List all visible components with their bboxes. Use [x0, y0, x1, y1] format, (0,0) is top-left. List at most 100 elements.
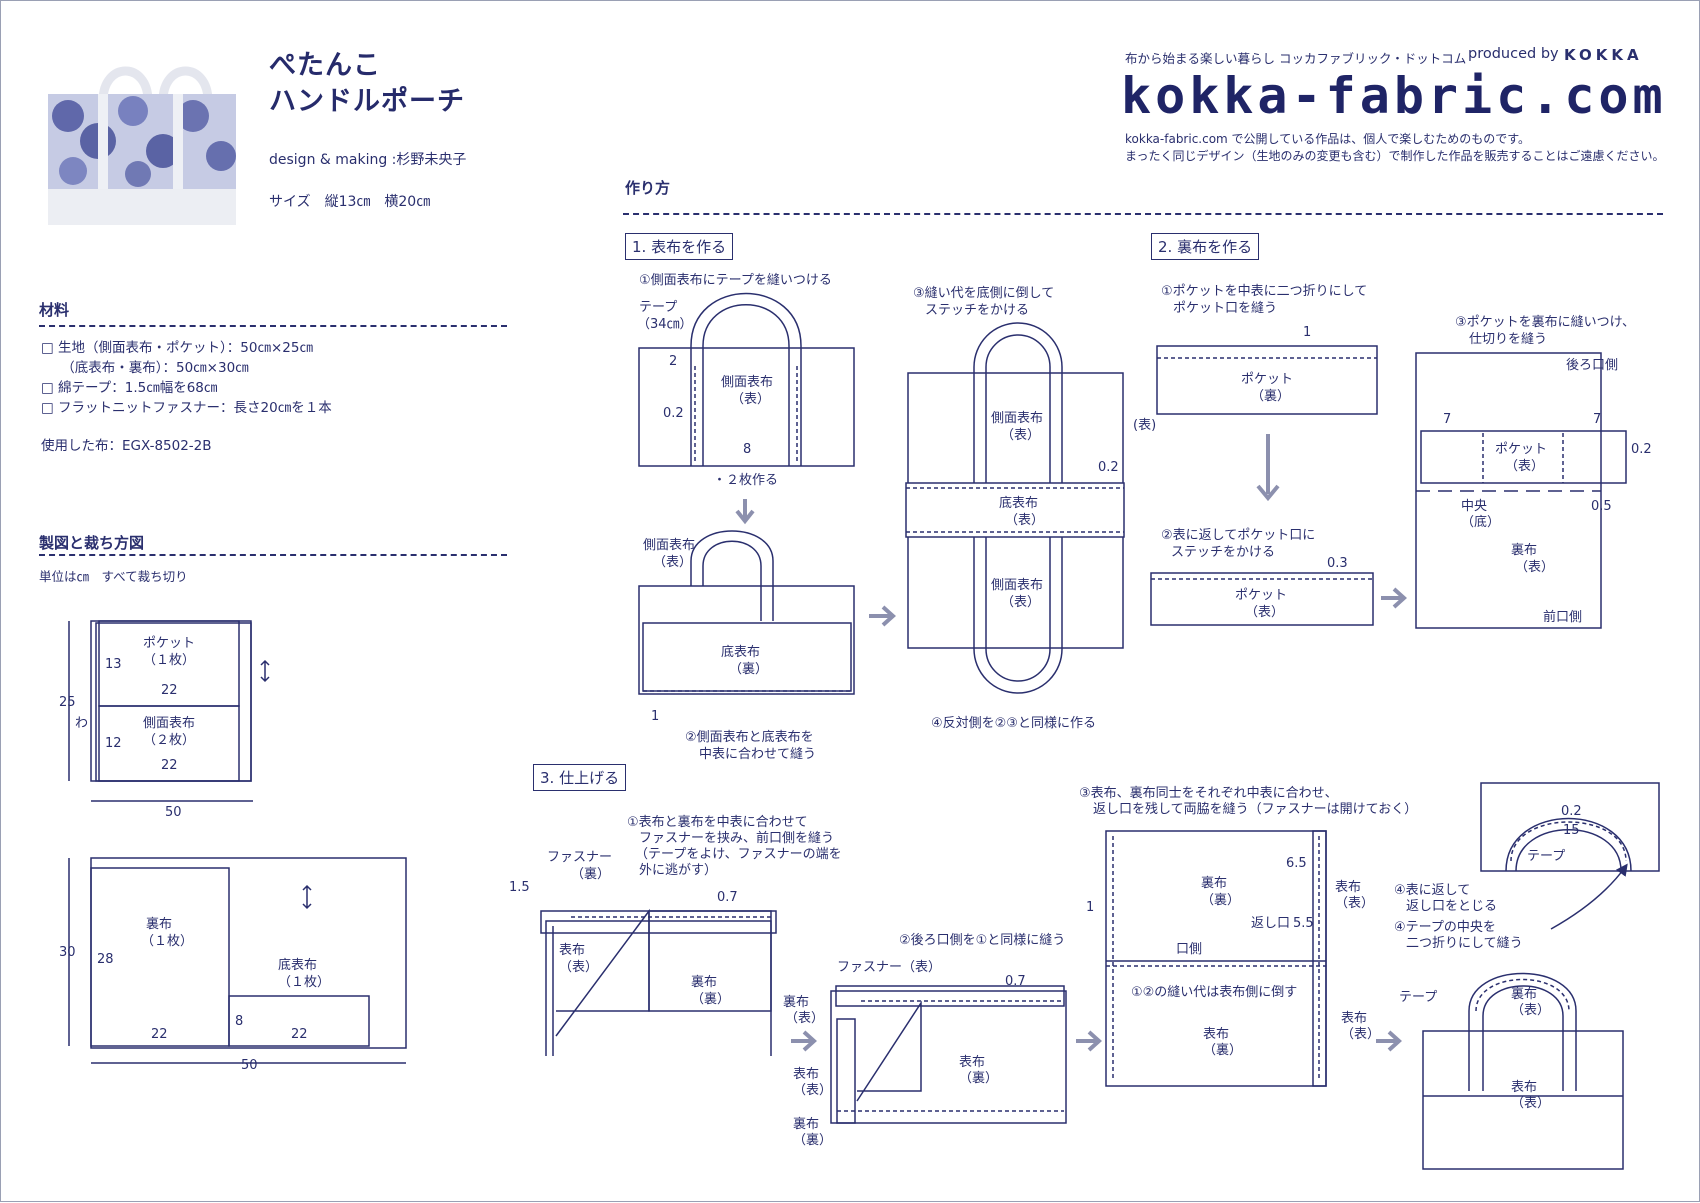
tape-length: （34㎝）: [637, 317, 693, 332]
material-item: □ フラットニットファスナー：長さ20㎝を１本: [41, 400, 332, 416]
notice-line-2: まったく同じデザイン（生地のみの変更も含む）で制作した作品を販売することはご遠慮…: [1125, 149, 1665, 163]
side-fabric-label: 側面表布: [721, 375, 773, 390]
lining-qty: （１枚）: [141, 934, 193, 949]
outer-label: 表布: [1203, 1027, 1229, 1042]
fabric-used: 使用した布：EGX-8502-2B: [41, 438, 212, 454]
dim-0.2: 0.2: [1098, 460, 1119, 475]
base-fabric-label: 底表布: [278, 957, 317, 973]
step1-note2a: ②側面表布と底表布を: [685, 729, 814, 745]
base-fabric-face: （表）: [1005, 513, 1044, 528]
material-item: □ 生地（側面表布・ポケット）：50㎝×25㎝: [41, 340, 313, 356]
lining-face: （表）: [785, 1011, 824, 1026]
side-fabric-face: （表）: [1001, 595, 1040, 610]
step1-note4: ④反対側を②③と同様に作る: [931, 716, 1096, 731]
make-two-note: ・２枚作る: [713, 473, 778, 488]
lining-face: （裏）: [793, 1133, 832, 1148]
dim-1: 1: [1303, 325, 1311, 340]
outer-face: （表）: [559, 960, 598, 975]
zipper-face: （裏）: [571, 867, 610, 882]
outer-label: 表布: [959, 1055, 985, 1070]
step3-note1d: 外に逃がす）: [639, 863, 717, 878]
pocket-face: （裏）: [1251, 389, 1290, 404]
dim-22: 22: [291, 1027, 308, 1042]
lining-label: 裏布: [793, 1117, 819, 1132]
dim-25: 25: [59, 695, 76, 710]
lining-face: （表）: [1515, 560, 1554, 575]
fold-mark: わ: [75, 716, 88, 731]
outer-face: （表）: [1341, 1027, 1380, 1042]
step2-note1b: ポケット口を縫う: [1173, 301, 1277, 316]
step1-note2b: 中表に合わせて縫う: [699, 747, 816, 762]
dim-50: 50: [241, 1058, 258, 1073]
dim-28: 28: [97, 952, 114, 967]
dim-1.5: 1.5: [509, 880, 530, 895]
product-photo: [48, 66, 236, 225]
pocket-label: ポケット: [1235, 588, 1287, 603]
step-2-label: 2. 裏布を作る: [1151, 233, 1260, 260]
pocket-face: （表）: [1245, 605, 1284, 620]
design-credit: design & making :杉野未央子: [269, 152, 467, 168]
howto-heading: 作り方: [625, 179, 671, 197]
dim-0.7: 0.7: [1005, 974, 1026, 989]
front-side-label: 前口側: [1543, 609, 1582, 625]
dim-7: 7: [1443, 412, 1451, 427]
side-fabric-label: 側面表布: [643, 538, 695, 553]
dim-2: 2: [669, 354, 677, 369]
dim-7: 7: [1593, 412, 1601, 427]
materials-heading: 材料: [39, 301, 70, 319]
step3-note2: ②後ろ口側を①と同様に縫う: [899, 933, 1065, 948]
dim-1: 1: [651, 709, 659, 724]
step1-note1: ①側面表布にテープを縫いつける: [639, 273, 832, 288]
dim-0.2: 0.2: [663, 406, 684, 421]
material-item: □ 綿テープ：1.5㎝幅を68㎝: [41, 380, 218, 396]
divider: [39, 554, 507, 556]
step3-note4d: 二つ折りにして縫う: [1406, 936, 1523, 951]
lining-label: 裏布: [783, 995, 809, 1010]
produced-by: produced by: [1468, 46, 1559, 62]
step3-note4a: ④表に返して: [1394, 883, 1470, 898]
tape-label: テープ: [1527, 849, 1565, 864]
zipper-face-label: ファスナー（表）: [837, 960, 941, 975]
title-line-1: ぺたんこ: [269, 50, 381, 81]
lining-label: 裏布: [146, 917, 172, 932]
dim-1: 1: [1086, 900, 1094, 915]
outer-face: （表）: [1511, 1096, 1550, 1111]
pocket-qty: （１枚）: [143, 653, 195, 668]
base-fabric-face: （裏）: [729, 662, 768, 677]
site-logo[interactable]: kokka-fabric.com: [1121, 67, 1667, 125]
step-1-label: 1. 表布を作る: [625, 233, 734, 260]
outer-face: （裏）: [1203, 1043, 1242, 1058]
outer-label: 表布: [1341, 1011, 1367, 1026]
dim-8: 8: [235, 1014, 243, 1029]
side-fabric-face: （表）: [1001, 428, 1040, 443]
step2-note2b: ステッチをかける: [1171, 545, 1275, 560]
notice-line-1: kokka-fabric.com で公開している作品は、個人で楽しむためのもので…: [1125, 132, 1530, 146]
mouth-side-label: 口側: [1176, 942, 1202, 957]
outer-label: 表布: [559, 943, 585, 958]
outer-face: （表）: [1335, 896, 1374, 911]
side-fabric-face: （表）: [731, 392, 770, 407]
material-item: （底表布・裏布）：50㎝×30㎝: [41, 360, 249, 376]
lining-label: 裏布: [691, 975, 717, 990]
size-info: サイズ 縦13㎝ 横20㎝: [269, 194, 431, 210]
dim-0.2: 0.2: [1561, 804, 1582, 819]
unit-note: 単位は㎝ すべて裁ち切り: [39, 569, 188, 584]
dim-0.5: 0.5: [1591, 499, 1612, 514]
dim-22: 22: [161, 758, 178, 773]
dim-30: 30: [59, 945, 76, 960]
step-3-label: 3. 仕上げる: [533, 764, 627, 791]
lining-face: （表）: [1511, 1003, 1550, 1018]
base-fabric-label: 底表布: [999, 495, 1038, 511]
step1-note3a: ③縫い代を底側に倒して: [913, 285, 1054, 301]
base-fabric-qty: （１枚）: [278, 975, 330, 990]
outer-label: 表布: [1335, 880, 1361, 895]
center-label: 中央: [1461, 499, 1487, 514]
step2-note3b: 仕切りを縫う: [1469, 332, 1547, 347]
dim-15: 15: [1563, 823, 1580, 838]
pattern-heading: 製図と裁ち方図: [39, 534, 145, 552]
side-fabric-face: （表）: [653, 555, 692, 570]
dim-6.5: 6.5: [1286, 856, 1307, 871]
tape-label: テープ: [1399, 990, 1437, 1005]
dim-13: 13: [105, 657, 122, 672]
